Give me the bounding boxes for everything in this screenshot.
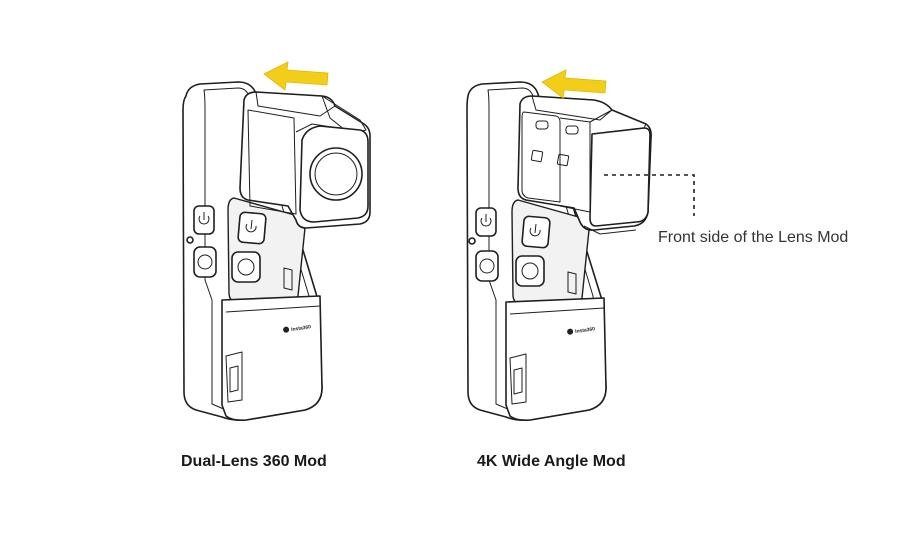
core-screen-button [521,215,551,249]
core-shutter-ring [237,258,255,276]
callout-leader-line [604,174,695,216]
lens-mod-mid-panel [559,117,591,213]
caption-dual-lens-360-mod: Dual-Lens 360 Mod [181,453,327,470]
shutter-button [475,250,499,282]
lens-outer-ring [309,147,363,201]
core-screen-button [237,211,267,245]
battery-logo-text: Insta360 [575,326,596,335]
lens-mod-side-panel [247,109,297,215]
callout-front-side-label: Front side of the Lens Mod [658,229,849,246]
lens-mod-marker [565,125,579,135]
caption-4k-wide-angle-mod: 4K Wide Angle Mod [477,453,626,470]
battery-base-lower-slot [509,353,527,405]
battery-base [505,297,607,421]
lens-mod-base-lip [583,225,637,235]
battery-base-top-edge [225,305,321,313]
core-side-port [567,271,577,295]
lens-mod-top-face [531,95,613,121]
core-shutter-button [515,255,545,287]
shutter-button-ring [479,258,495,274]
core-side-port [283,267,293,291]
lens-mod-front-top-edge [589,109,647,135]
battery-logo: Insta360 [567,326,596,335]
battery-base-port [229,365,239,393]
battery-base [221,295,323,421]
lens-mod-marker [556,153,570,167]
core-power-icon [245,219,257,233]
battery-base-lower-slot [225,351,243,403]
shutter-button-ring [197,254,213,270]
slide-direction-arrow-left [541,69,607,99]
lens-mod-front-face [589,127,651,227]
power-icon [198,212,210,225]
indicator-light [468,237,476,245]
battery-base-top-edge [509,307,605,315]
lens-mod-left-panel [521,111,561,203]
lens-mod-marker [530,149,544,163]
wide-angle-camera: Insta360 [466,69,652,421]
lens-mod-marker [535,120,549,130]
battery-logo: Insta360 [283,324,312,333]
indicator-light [186,236,194,244]
dual-lens-360-camera: Insta360 [182,61,371,421]
lens-inner-ring [314,152,358,196]
battery-logo-text: Insta360 [291,324,312,333]
shutter-button [193,246,217,278]
core-power-icon [529,223,541,237]
power-icon [480,214,492,227]
core-shutter-ring [521,262,539,280]
battery-base-port [513,367,523,395]
core-shutter-button [231,251,261,283]
slide-direction-arrow-left [263,61,329,91]
